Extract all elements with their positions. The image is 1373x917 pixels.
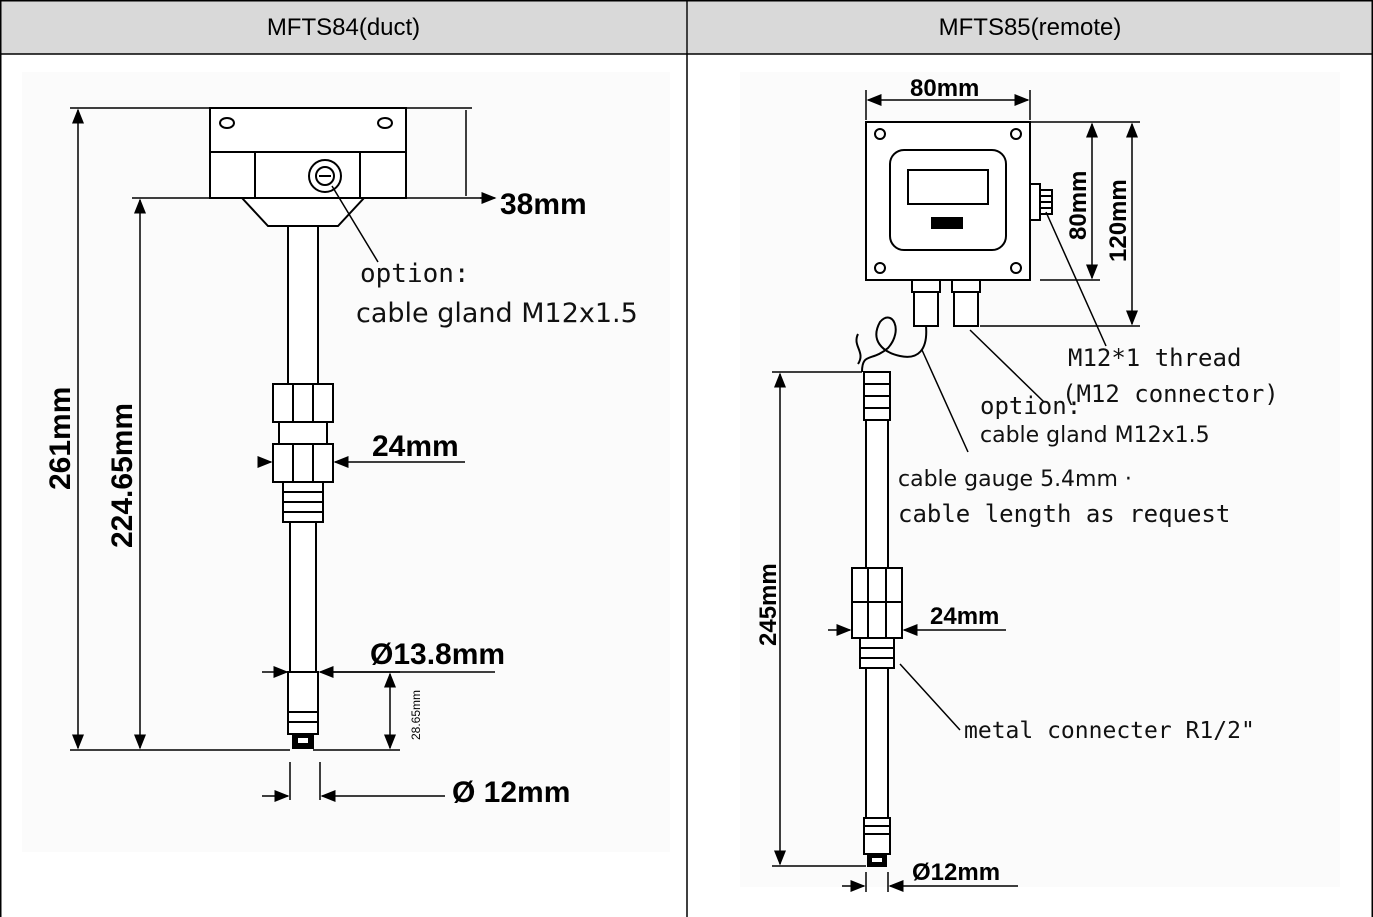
dim-12mm: Ø12mm — [912, 859, 1000, 886]
mount-hole-icon — [219, 117, 235, 129]
dim-245mm: 245mm — [755, 563, 782, 646]
probe-tip — [287, 671, 319, 735]
cable-gauge-note: cable gauge 5.4mm · — [898, 467, 1132, 492]
cable-gland-note: cable gland M12x1.5 — [980, 423, 1210, 448]
screw-icon — [874, 262, 886, 274]
dim-80mm-height: 80mm — [1065, 171, 1092, 240]
mount-hole-icon — [377, 117, 393, 129]
dim-120mm: 120mm — [1105, 179, 1132, 262]
screw-icon — [1010, 128, 1022, 140]
mfts85-sensor — [851, 121, 1053, 867]
probe-stem — [287, 225, 319, 385]
dim-224-65mm: 224.65mm — [106, 403, 139, 548]
dim-24mm: 24mm — [930, 603, 999, 630]
display-screen — [907, 169, 989, 205]
dim-24mm: 24mm — [372, 430, 459, 463]
hex-nut — [272, 383, 334, 423]
left-dimension-lines — [70, 107, 497, 802]
connector-note: (M12 connector) — [1062, 380, 1279, 408]
option-label: option: — [360, 259, 470, 289]
cable-gland-note: cable gland M12x1.5 — [356, 298, 638, 329]
dim-38mm: 38mm — [500, 188, 587, 221]
dim-28-65mm: 28.65mm — [409, 690, 423, 740]
probe-tip — [863, 817, 891, 855]
cable-gland-icon — [953, 291, 979, 327]
hex-nut — [851, 567, 903, 603]
screw-icon — [1010, 262, 1022, 274]
metal-connecter-note: metal connecter R1/2" — [964, 718, 1255, 744]
dim-80mm-width: 80mm — [910, 75, 979, 102]
dim-12mm: Ø 12mm — [452, 776, 570, 809]
cable-length-note: cable length as request — [898, 500, 1230, 528]
mfts84-sensor — [209, 107, 407, 749]
dim-261mm: 261mm — [44, 387, 77, 490]
thread-note: M12*1 thread — [1068, 344, 1241, 372]
screw-icon — [874, 128, 886, 140]
dim-13-8mm: Ø13.8mm — [370, 638, 505, 671]
option-label: option: — [980, 392, 1081, 420]
right-dimension-lines — [772, 90, 1140, 892]
header-mfts84: MFTS84(duct) — [1, 1, 686, 54]
cable-gland-icon — [913, 291, 939, 327]
header-mfts85: MFTS85(remote) — [688, 1, 1372, 54]
thread-fitting — [859, 637, 895, 669]
